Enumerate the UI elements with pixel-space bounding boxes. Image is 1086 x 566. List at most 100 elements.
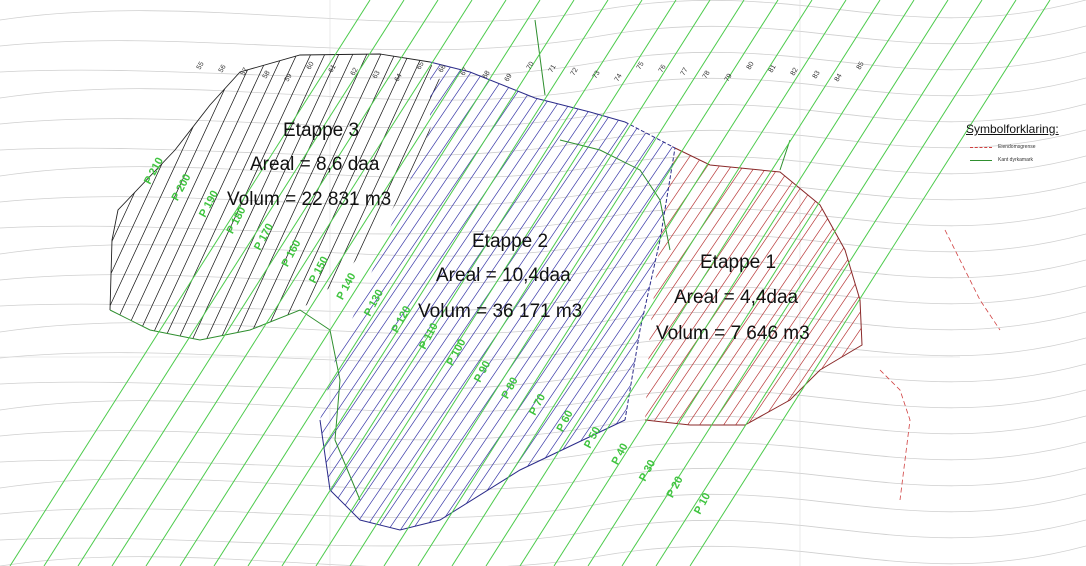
hatch-line [0,0,208,560]
solid-line-swatch [970,159,992,161]
contour-line [0,0,1086,23]
hatch-line [0,0,316,560]
hatch-line [872,0,1086,560]
hatch-line [1076,0,1086,560]
hatch-line [1042,0,1086,560]
hatch-line [625,122,862,425]
hatch-line [832,0,1086,560]
profile-line [587,0,949,566]
hatch-line [110,54,337,340]
hatch-line [1064,0,1086,560]
hatch-line [902,0,1086,560]
hatch-line [110,54,155,340]
etappe-1-label-group: Etappe 1 Areal = 4,4daa Volum = 7 646 m3 [656,252,810,344]
hatch-line [1076,0,1086,560]
hatch-line [888,0,1086,560]
profile-label: P 20 [665,474,686,499]
profile-line [655,0,1017,566]
hatch-line [0,0,232,560]
contour-elevation-label: 82 [790,67,800,77]
hatch-line [715,122,862,425]
profile-line [349,0,711,566]
hatch-line [836,0,1086,560]
hatch-line [986,0,1086,560]
hatch-line [799,122,862,425]
hatch-line [818,0,1078,560]
hatch-line [763,122,862,425]
hatch-line [110,54,127,340]
hatch-line [320,62,581,530]
contour-elevation-label: 73 [592,70,602,80]
profile-label: P 210 [142,156,166,187]
hatch-line [110,54,141,340]
etappe-1-area: Areal = 4,4daa [674,287,799,308]
hatch-line [0,0,112,560]
hatch-line [110,54,351,340]
hatch-line [320,62,497,530]
etappe-2-volume: Volum = 36 171 m3 [418,301,582,322]
profile-line [9,0,371,566]
hatch-line [625,122,862,425]
contour-elevation-label: 69 [504,73,514,83]
hatch-line [787,122,862,425]
hatch-line [800,0,1086,560]
contour-elevation-label: 65 [416,61,426,71]
profile-line [553,0,915,566]
hatch-line [0,0,208,560]
contour-elevation-label: 67 [460,67,470,77]
hatch-line [0,0,196,560]
legend-title: Symbolforklaring: [966,122,1059,136]
hatch-line [0,0,256,560]
hatch-line [884,0,1086,560]
contour-line [0,25,1086,51]
contour-line [0,285,1086,313]
hatch-line [0,0,196,560]
hatch-line [110,54,295,340]
legend-item-label: Eiendomsgrense [998,144,1036,150]
hatch-line [0,0,88,560]
hatch-line [812,0,1086,560]
dashed-line-swatch [970,146,992,148]
contour-elevation-label: 81 [768,64,778,74]
contour-elevation-label: 84 [834,73,844,83]
hatch-line [0,0,124,560]
hatch-line [664,0,924,560]
contour-line [0,337,1086,363]
hatch-line [679,122,862,425]
contour-elevation-label: 80 [746,61,756,71]
etappe-2-boundary [319,61,626,531]
contour-elevation-label: 78 [702,70,712,80]
contour-elevation-label: 70 [526,61,536,71]
hatch-line [0,0,280,560]
hatch-line [580,0,840,560]
hatch-line [835,122,862,425]
contour-elevation-label: 77 [680,67,690,77]
hatch-line [706,0,966,560]
hatch-line [980,0,1086,560]
contour-line [0,519,1086,547]
contour-line [0,181,1086,207]
hatch-line [958,0,1086,560]
hatch-line [764,0,1086,560]
hatch-line [655,122,862,425]
hatch-line [811,122,862,425]
hatch-line [0,0,256,560]
coordinate-grid [0,0,960,566]
hatch-line [0,0,64,560]
hatch-line [972,0,1086,560]
hatch-line [110,54,281,340]
hatch-line [1004,0,1086,560]
hatch-line [145,54,407,340]
hatch-line [1064,0,1086,560]
hatch-line [1052,0,1086,560]
profile-lines [9,0,1051,566]
contour-elevation-label: 61 [328,64,338,74]
hatch-line [0,0,220,560]
hatch-line [110,54,183,340]
hatch-line [992,0,1086,560]
contour-elevation-label: 71 [548,64,558,74]
hatch-line [1052,0,1086,560]
hatch-line [622,0,882,560]
hatch-line [379,62,675,530]
hatch-line [0,0,148,560]
